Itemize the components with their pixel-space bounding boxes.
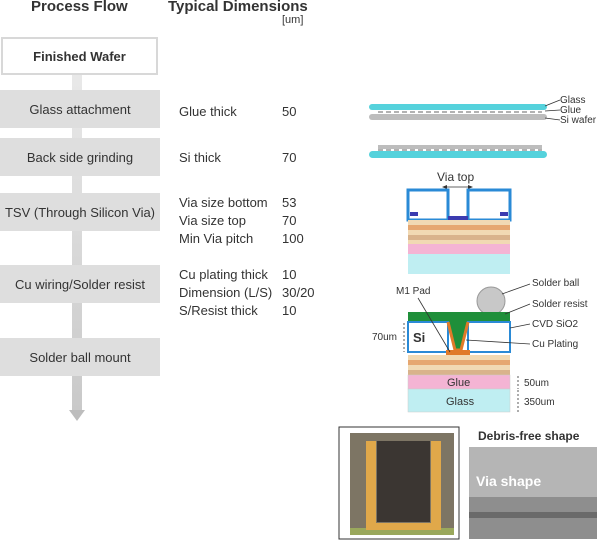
si-wafer-leader	[544, 117, 561, 121]
si-wafer	[369, 114, 547, 120]
step-solder-ball-mount: Solder ball mount	[0, 338, 160, 376]
label-solder-ball: Solder ball	[532, 278, 579, 289]
typical-dimensions-header: Typical Dimensions	[168, 0, 308, 15]
thinned-si	[378, 145, 542, 149]
dim-value: 53	[282, 195, 297, 210]
flow-arrow-head	[69, 410, 85, 421]
glass-plate	[369, 104, 547, 110]
tsv-layer3	[408, 230, 510, 235]
grinding-diagram	[369, 145, 547, 158]
dim-value: 70	[282, 150, 297, 165]
tsv-diagram: Via top	[406, 170, 512, 274]
label-glass-thickness: 350um	[524, 397, 555, 408]
via-top-arrow-right	[468, 185, 473, 189]
via-micrograph	[338, 426, 460, 540]
dim-value: 30/20	[282, 285, 315, 300]
tsv-glass	[408, 254, 510, 274]
tsv-pad-right	[500, 212, 508, 216]
dim-si-thick: Si thick 70	[179, 149, 296, 167]
label-via-top: Via top	[437, 170, 474, 184]
step-cu-wiring: Cu wiring/Solder resist	[0, 265, 160, 303]
dim-value: 10	[282, 303, 297, 318]
micrograph-via-wall	[366, 441, 441, 530]
final-layer1	[408, 355, 510, 360]
label-glass-layer: Glass	[446, 396, 475, 408]
label-glue: Glue	[560, 105, 582, 116]
via-sem: Debris-free shape Via shape	[469, 429, 597, 539]
dim-via-size-top: Via size top 70	[179, 212, 296, 230]
via-top-arrow-left	[442, 185, 447, 189]
glass-attachment-diagram: Glass Glue Si wafer	[369, 95, 597, 126]
cvd-sio2-leader	[509, 323, 531, 329]
unit-label: [um]	[282, 14, 304, 26]
tsv-pad-left	[410, 212, 418, 216]
debris-free-title: Debris-free shape	[478, 429, 580, 443]
grind-glass	[369, 151, 547, 158]
tsv-layer2	[408, 225, 510, 230]
dim-glue-thick: Glue thick 50	[179, 103, 296, 121]
dim-line-space: Dimension (L/S) 30/20	[179, 284, 315, 302]
label-si-thickness: 70um	[372, 332, 397, 343]
dim-value: 70	[282, 213, 297, 228]
glue-leader	[544, 109, 561, 112]
dim-key: Dimension (L/S)	[179, 285, 273, 300]
tsv-layer1	[408, 220, 510, 225]
label-cvd-sio2: CVD SiO2	[532, 319, 579, 330]
tsv-glue	[408, 244, 510, 254]
solder-ball-leader	[501, 283, 531, 295]
label-cu-plating: Cu Plating	[532, 339, 578, 350]
dim-value: 10	[282, 267, 297, 282]
step-tsv: TSV (Through Silicon Via)	[0, 193, 160, 231]
dim-value: 50	[282, 104, 297, 119]
micrograph-bottom	[350, 528, 454, 535]
final-layer4	[408, 370, 510, 375]
label-glue-thickness: 50um	[524, 378, 549, 389]
dim-key: Via size top	[179, 213, 246, 228]
tsv-layer5	[408, 240, 510, 244]
solder-ball	[476, 286, 506, 316]
label-si: Si	[413, 330, 425, 345]
sem-band	[469, 512, 597, 518]
dim-via-size-bottom: Via size bottom 53	[179, 194, 296, 212]
m1-pad-leader	[417, 297, 451, 353]
tsv-layer4	[408, 235, 510, 240]
label-glass: Glass	[560, 95, 586, 106]
via-shape-label: Via shape	[476, 473, 541, 489]
label-glue-layer: Glue	[447, 377, 470, 389]
dim-key: Glue thick	[179, 104, 237, 119]
flow-arrow-shaft	[72, 70, 82, 410]
dim-key: Via size bottom	[179, 195, 268, 210]
final-glass	[407, 388, 511, 413]
dim-key: Min Via pitch	[179, 231, 254, 246]
tsv-via-bottom	[448, 216, 468, 220]
step-finished-wafer: Finished Wafer	[1, 37, 158, 75]
cu-plating-leader	[465, 339, 531, 345]
step-glass-attachment: Glass attachment	[0, 90, 160, 128]
sem-upper	[469, 447, 597, 497]
process-flow-header: Process Flow	[31, 0, 128, 15]
dim-min-via-pitch: Min Via pitch 100	[179, 230, 304, 248]
label-solder-resist: Solder resist	[532, 299, 588, 310]
micrograph-via-core	[377, 441, 430, 522]
final-si-right	[467, 321, 511, 353]
dim-key: Cu plating thick	[179, 267, 268, 282]
m1-pad	[446, 350, 470, 355]
final-structure-diagram: Glue Glass Si M1 Pad Solder ball Solder …	[372, 278, 588, 413]
label-si-wafer: Si wafer	[560, 115, 597, 126]
dim-s-resist-thick: S/Resist thick 10	[179, 302, 296, 320]
dim-key: S/Resist thick	[179, 303, 258, 318]
dim-key: Si thick	[179, 150, 221, 165]
dim-cu-plating-thick: Cu plating thick 10	[179, 266, 296, 284]
final-layer2	[408, 360, 510, 365]
glass-leader	[544, 99, 561, 107]
label-m1-pad: M1 Pad	[396, 286, 430, 297]
final-layer3	[408, 365, 510, 370]
step-back-side-grinding: Back side grinding	[0, 138, 160, 176]
dim-value: 100	[282, 231, 304, 246]
solder-resist-leader	[504, 303, 531, 315]
